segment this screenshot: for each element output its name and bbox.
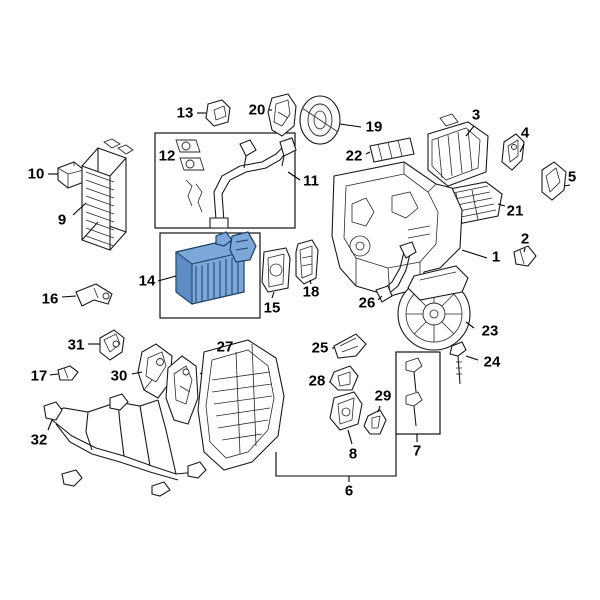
callout-2[interactable]: 2 [520, 230, 530, 248]
leader-24 [465, 355, 479, 361]
part-13-clip [205, 99, 231, 127]
callout-18[interactable]: 18 [302, 283, 320, 301]
leader-22 [365, 151, 371, 155]
callout-7[interactable]: 7 [412, 442, 422, 460]
callout-25[interactable]: 25 [311, 339, 329, 357]
part-7-box [395, 351, 441, 435]
part-3-control-module [427, 113, 489, 187]
callout-30[interactable]: 30 [110, 367, 128, 385]
leader-8 [347, 429, 353, 445]
callout-11[interactable]: 11 [303, 172, 319, 190]
callout-15[interactable]: 15 [263, 299, 281, 317]
part-9-heater-core [81, 138, 134, 251]
part-27-bracket [165, 355, 199, 425]
leader-1 [461, 249, 488, 259]
callout-19[interactable]: 19 [365, 118, 383, 136]
callout-13[interactable]: 13 [176, 104, 194, 122]
callout-17[interactable]: 17 [30, 367, 48, 385]
callout-21[interactable]: 21 [506, 202, 524, 220]
leader-21 [497, 203, 506, 207]
callout-29[interactable]: 29 [374, 387, 392, 405]
part-10-clip [57, 161, 85, 189]
part-15-servo [261, 247, 291, 293]
part-20-hose-grommet [267, 93, 297, 137]
leader-18 [309, 279, 312, 285]
part-24-screw [449, 341, 467, 385]
part-19-grommet [299, 95, 341, 145]
part-32-wiring-harness [43, 393, 207, 497]
part-5-clip [541, 161, 567, 201]
part-14-evaporator-highlighted [175, 231, 257, 305]
callout-22[interactable]: 22 [345, 147, 363, 165]
leader-11 [287, 171, 301, 181]
callout-23[interactable]: 23 [481, 322, 499, 340]
part-23-blower-motor [397, 265, 471, 351]
callout-26[interactable]: 26 [358, 294, 376, 312]
leader-9 [72, 202, 87, 216]
leader-14 [157, 275, 177, 282]
callout-10[interactable]: 10 [27, 165, 45, 183]
part-6-heater-housing [197, 339, 285, 471]
part-31-bracket [99, 329, 125, 361]
part-6-group-bracket [275, 434, 397, 482]
leader-29 [377, 405, 381, 413]
part-14-box [159, 232, 261, 319]
callout-24[interactable]: 24 [483, 353, 501, 371]
part-4-bracket [501, 133, 525, 171]
part-18-actuator [295, 239, 319, 285]
part-12-box [154, 132, 296, 229]
part-11-refrigerant-lines [209, 137, 297, 229]
callout-20[interactable]: 20 [248, 101, 266, 119]
part-16-bracket [75, 283, 113, 307]
callout-32[interactable]: 32 [30, 431, 48, 449]
callout-1[interactable]: 1 [491, 248, 501, 266]
callout-5[interactable]: 5 [567, 168, 577, 186]
callout-16[interactable]: 16 [41, 290, 59, 308]
leader-17 [49, 373, 59, 376]
callout-8[interactable]: 8 [348, 445, 358, 463]
part-22-seal-strip [369, 137, 415, 163]
part-17-clip [57, 365, 79, 381]
part-30-bracket [137, 343, 173, 399]
callout-28[interactable]: 28 [308, 372, 326, 390]
leader-32 [47, 419, 53, 431]
leader-15 [271, 291, 275, 299]
callout-4[interactable]: 4 [520, 124, 530, 142]
part-8-actuator [329, 391, 363, 431]
callout-12[interactable]: 12 [158, 147, 176, 165]
callout-9[interactable]: 9 [57, 211, 67, 229]
callout-31[interactable]: 31 [67, 336, 85, 354]
callout-14[interactable]: 14 [138, 272, 156, 290]
part-2-clip [513, 245, 537, 267]
leader-19 [339, 123, 362, 128]
part-29-clip [363, 409, 387, 435]
leader-16 [61, 295, 77, 298]
callout-27[interactable]: 27 [216, 338, 234, 356]
callout-6[interactable]: 6 [344, 482, 354, 500]
leader-30 [131, 371, 143, 375]
leader-5 [563, 184, 571, 187]
leader-2 [523, 247, 526, 253]
part-28-bracket [329, 365, 359, 391]
leader-3 [465, 125, 475, 137]
leader-26 [377, 295, 383, 301]
leader-23 [465, 321, 475, 329]
callout-3[interactable]: 3 [471, 106, 481, 124]
leader-4 [519, 143, 525, 153]
part-25-seal [333, 333, 367, 359]
